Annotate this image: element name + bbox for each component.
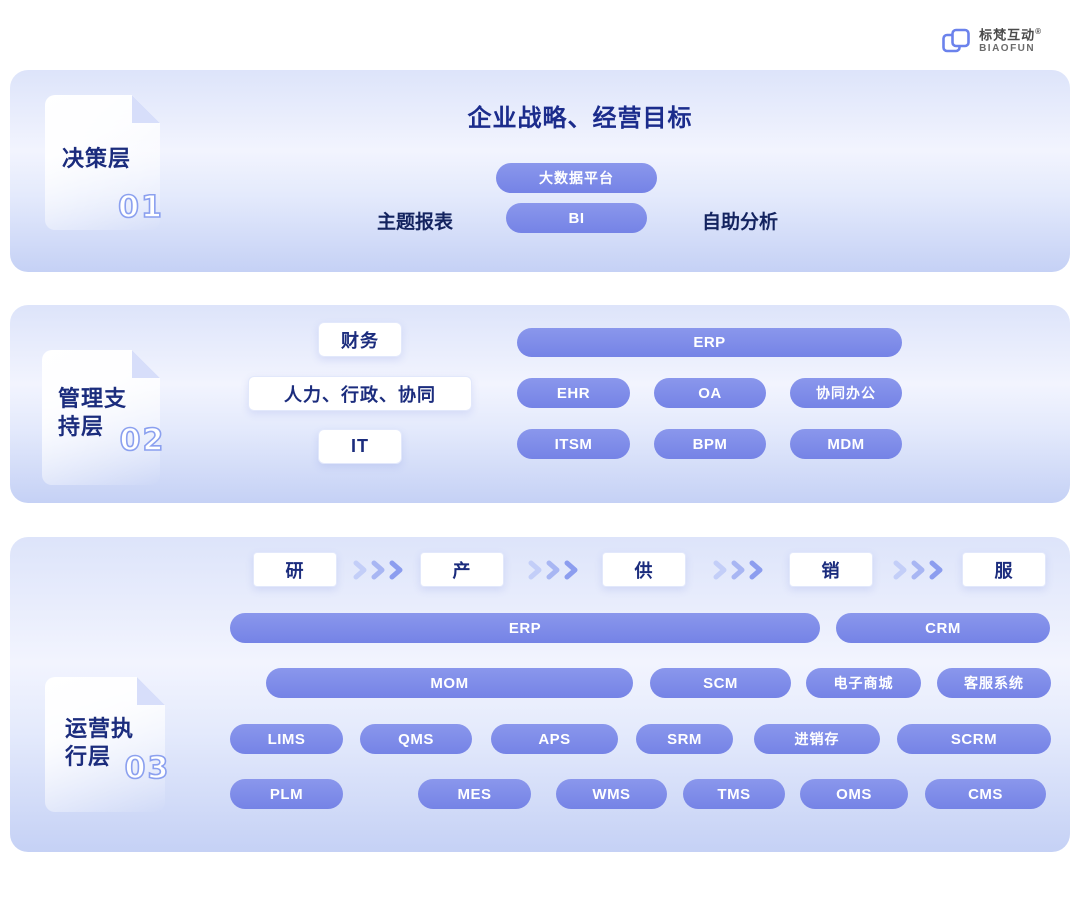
pill-inventory: 进销存 bbox=[754, 724, 880, 754]
pill-oa: OA bbox=[654, 378, 766, 408]
pill-mes: MES bbox=[418, 779, 531, 809]
box-hr-admin-collab: 人力、行政、协同 bbox=[248, 376, 472, 411]
brand-logo-text: 标梵互动® BIAOFUN bbox=[979, 27, 1042, 55]
pill-scm: SCM bbox=[650, 668, 791, 698]
pill-erp-wide: ERP bbox=[230, 613, 820, 643]
pill-erp: ERP bbox=[517, 328, 902, 357]
operation-layer-panel: 运营执 行层 03 研 产 供 销 服 ERP bbox=[10, 537, 1070, 852]
chain-box-service: 服 bbox=[962, 552, 1046, 587]
management-layer-label-line2: 持层 bbox=[58, 414, 105, 439]
pill-tms: TMS bbox=[683, 779, 785, 809]
pill-customer-service: 客服系统 bbox=[937, 668, 1051, 698]
pill-ecommerce-mall: 电子商城 bbox=[806, 668, 921, 698]
brand-name-en: BIAOFUN bbox=[979, 43, 1036, 55]
pill-ehr: EHR bbox=[517, 378, 630, 408]
pill-bpm: BPM bbox=[654, 429, 766, 459]
flow-arrow-icon bbox=[893, 560, 943, 580]
flow-arrow-icon bbox=[713, 560, 763, 580]
pill-wms: WMS bbox=[556, 779, 667, 809]
chain-box-sales: 销 bbox=[789, 552, 873, 587]
pill-itsm: ITSM bbox=[517, 429, 630, 459]
pill-bi: BI bbox=[506, 203, 647, 233]
pill-plm: PLM bbox=[230, 779, 343, 809]
operation-layer-label: 运营执 行层 bbox=[65, 715, 134, 771]
management-layer-label: 管理支 持层 bbox=[58, 385, 127, 441]
biaofun-logo-icon bbox=[942, 28, 970, 53]
pill-qms: QMS bbox=[360, 724, 472, 754]
operation-layer-label-line1: 运营执 bbox=[65, 716, 135, 741]
pill-oms: OMS bbox=[800, 779, 908, 809]
pill-mom: MOM bbox=[266, 668, 633, 698]
chain-box-rd: 研 bbox=[253, 552, 337, 587]
decision-layer-label: 决策层 bbox=[62, 146, 132, 171]
pill-crm: CRM bbox=[836, 613, 1050, 643]
pill-lims: LIMS bbox=[230, 724, 343, 754]
management-layer-label-line1: 管理支 bbox=[58, 386, 128, 411]
decision-layer-panel: 决策层 01 企业战略、经营目标 大数据平台 主题报表 BI 自助分析 bbox=[10, 70, 1070, 272]
operation-layer-number: 03 bbox=[124, 750, 171, 787]
brand-logo: 标梵互动® BIAOFUN bbox=[941, 26, 1042, 56]
pill-mdm: MDM bbox=[790, 429, 902, 459]
pill-cms: CMS bbox=[925, 779, 1046, 809]
decision-layer-number: 01 bbox=[117, 189, 164, 226]
pill-collab-office: 协同办公 bbox=[790, 378, 902, 408]
pill-big-data-platform: 大数据平台 bbox=[496, 163, 657, 193]
management-layer-panel: 管理支 持层 02 财务 人力、行政、协同 IT ERP EHR OA 协同办公… bbox=[10, 305, 1070, 503]
registered-mark: ® bbox=[1035, 27, 1042, 37]
management-layer-number: 02 bbox=[119, 422, 166, 459]
text-self-analysis: 自助分析 bbox=[701, 212, 778, 233]
pill-srm: SRM bbox=[636, 724, 733, 754]
decision-layer-title: 企业战略、经营目标 bbox=[467, 105, 693, 132]
operation-layer-label-line2: 行层 bbox=[65, 744, 112, 769]
chain-box-production: 产 bbox=[420, 552, 504, 587]
pill-aps: APS bbox=[491, 724, 618, 754]
text-theme-report: 主题报表 bbox=[376, 212, 453, 233]
box-it: IT bbox=[318, 429, 402, 464]
flow-arrow-icon bbox=[353, 560, 403, 580]
brand-name-cn: 标梵互动® bbox=[979, 27, 1042, 43]
folded-corner-icon bbox=[137, 677, 165, 705]
folded-corner-icon bbox=[132, 350, 160, 378]
box-finance: 财务 bbox=[318, 322, 402, 357]
flow-arrow-icon bbox=[528, 560, 578, 580]
chain-box-supply: 供 bbox=[602, 552, 686, 587]
pill-scrm: SCRM bbox=[897, 724, 1051, 754]
